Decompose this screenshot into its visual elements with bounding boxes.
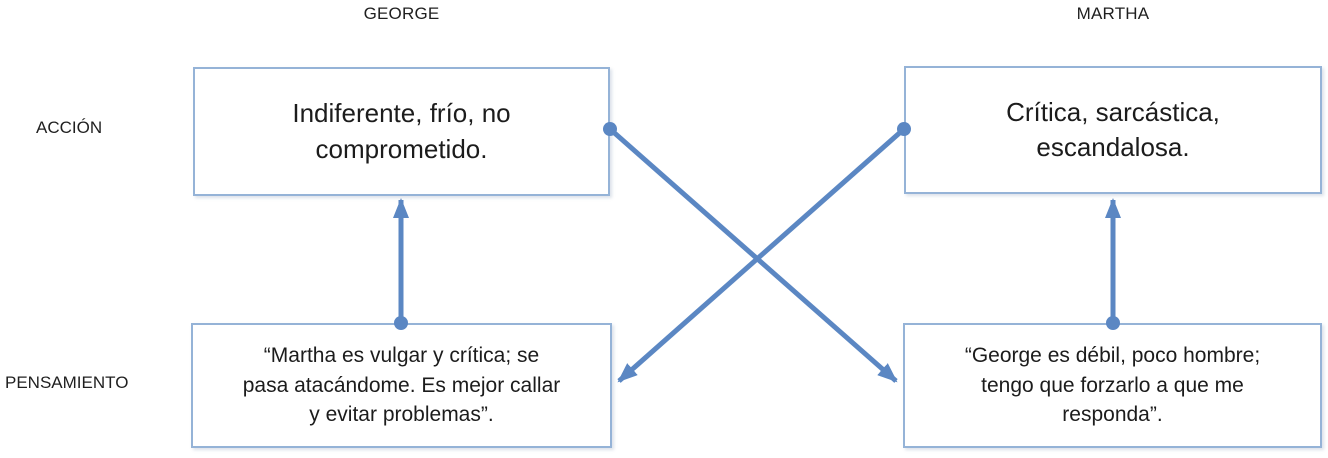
box-george-pensamiento-text: “Martha es vulgar y crítica; se pasa ata… — [242, 343, 561, 427]
box-george-pensamiento: “Martha es vulgar y crítica; se pasa ata… — [191, 323, 612, 448]
column-header-george: GEORGE — [363, 4, 440, 23]
arrow-george-accion-to-martha-pensamiento — [603, 122, 898, 383]
box-martha-accion: Crítica, sarcástica, escandalosa. — [904, 66, 1322, 194]
box-martha-pensamiento: “George es débil, poco hombre; tengo que… — [903, 323, 1322, 448]
row-label-pensamiento: PENSAMIENTO — [5, 373, 129, 392]
column-header-martha: MARTHA — [1076, 4, 1150, 23]
arrow-martha-accion-to-george-pensamiento — [617, 122, 911, 383]
box-george-accion-text: Indiferente, frío, no comprometido. — [292, 98, 511, 164]
box-martha-accion-text: Crítica, sarcástica, escandalosa. — [1006, 96, 1220, 162]
box-martha-pensamiento-text: “George es débil, poco hombre; tengo que… — [964, 343, 1261, 427]
box-george-accion: Indiferente, frío, no comprometido. — [193, 67, 610, 196]
row-label-accion: ACCIÓN — [36, 118, 103, 137]
